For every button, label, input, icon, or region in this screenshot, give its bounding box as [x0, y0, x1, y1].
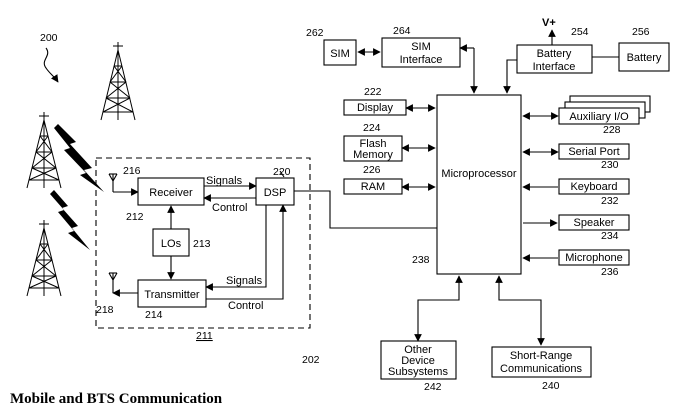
- ref-211: 211: [196, 330, 213, 342]
- figure-caption: Mobile and BTS Communication: [10, 391, 223, 407]
- auxiliary-io-block: [558, 107, 640, 125]
- battery-interface-block: [516, 44, 593, 74]
- dsp-block: [255, 177, 295, 206]
- sim-block: [323, 39, 357, 66]
- keyboard-block: [558, 178, 630, 195]
- short-range-communications-block: [491, 346, 592, 378]
- ref-242: 242: [424, 381, 442, 393]
- ref-218: 218: [96, 304, 114, 316]
- signals-top-label: Signals: [206, 175, 243, 187]
- other-device-label-3: Subsystems: [388, 366, 448, 378]
- other-device-label-2: Device: [401, 355, 435, 367]
- antenna-218-icon: [108, 272, 118, 293]
- ref-222: 222: [364, 86, 382, 98]
- ref-228: 228: [603, 124, 621, 136]
- sim-interface-label-1: SIM: [411, 41, 431, 53]
- ref-216: 216: [123, 165, 141, 177]
- microprocessor-label: Microprocessor: [441, 168, 517, 180]
- ref-200: 200: [40, 32, 58, 44]
- microphone-label: Microphone: [565, 252, 622, 264]
- microprocessor-block: [436, 94, 522, 275]
- ref-234: 234: [601, 230, 619, 242]
- ref-220: 220: [273, 166, 291, 178]
- auxiliary-io-label: Auxiliary I/O: [569, 111, 629, 123]
- battery-label: Battery: [627, 52, 662, 64]
- flash-memory-block: [343, 135, 403, 162]
- ref-200-arrow: [43, 47, 59, 83]
- other-device-label-1: Other: [404, 344, 432, 356]
- ref-262: 262: [306, 27, 324, 39]
- vplus-label: V+: [542, 17, 556, 29]
- battery-interface-label-1: Battery: [537, 48, 572, 60]
- ram-label: RAM: [361, 181, 385, 193]
- ref-230: 230: [601, 159, 619, 171]
- ref-236: 236: [601, 266, 619, 278]
- battery-block: [618, 42, 670, 72]
- los-label: LOs: [161, 238, 182, 250]
- serial-port-block: [558, 143, 630, 160]
- battery-interface-label-2: Interface: [533, 61, 576, 73]
- ref-212: 212: [126, 211, 144, 223]
- transceiver-dashed-box: [95, 157, 311, 329]
- other-device-subsystems-block: [380, 340, 457, 380]
- antenna-216-icon: [108, 173, 118, 192]
- ref-224: 224: [363, 122, 381, 134]
- ref-226: 226: [363, 164, 381, 176]
- transmitter-block: [137, 279, 207, 308]
- ref-256: 256: [632, 26, 650, 38]
- ref-238: 238: [412, 254, 430, 266]
- ref-264: 264: [393, 25, 411, 37]
- ref-213: 213: [193, 238, 211, 250]
- transmitter-label: Transmitter: [144, 289, 200, 301]
- keyboard-label: Keyboard: [570, 181, 617, 193]
- flash-memory-label-1: Flash: [360, 138, 387, 150]
- sim-interface-block: [381, 37, 461, 68]
- bts-tower-top-icon: [100, 42, 136, 121]
- receiver-block: [137, 177, 205, 206]
- receiver-label: Receiver: [149, 187, 193, 199]
- speaker-label: Speaker: [574, 217, 615, 229]
- lightning-bolt-icon: [54, 124, 104, 192]
- dsp-label: DSP: [264, 187, 287, 199]
- bts-tower-middle-icon: [26, 112, 62, 189]
- ref-240: 240: [542, 380, 560, 392]
- bts-tower-bottom-icon: [26, 220, 62, 297]
- ref-202: 202: [302, 354, 320, 366]
- speaker-block: [558, 214, 630, 231]
- control-top-label: Control: [212, 202, 247, 214]
- los-block: [152, 228, 190, 257]
- microphone-block: [558, 249, 630, 266]
- lightning-bolt-icon: [50, 190, 90, 250]
- serial-port-label: Serial Port: [568, 146, 619, 158]
- sim-label: SIM: [330, 48, 350, 60]
- short-range-label-2: Communications: [500, 363, 582, 375]
- sim-interface-label-2: Interface: [400, 54, 443, 66]
- ref-254: 254: [571, 26, 589, 38]
- signals-bottom-label: Signals: [226, 275, 263, 287]
- ref-232: 232: [601, 195, 619, 207]
- display-label: Display: [357, 102, 394, 114]
- control-bottom-label: Control: [228, 300, 263, 312]
- flash-memory-label-2: Memory: [353, 149, 393, 161]
- short-range-label-1: Short-Range: [510, 350, 572, 362]
- ref-214: 214: [145, 309, 163, 321]
